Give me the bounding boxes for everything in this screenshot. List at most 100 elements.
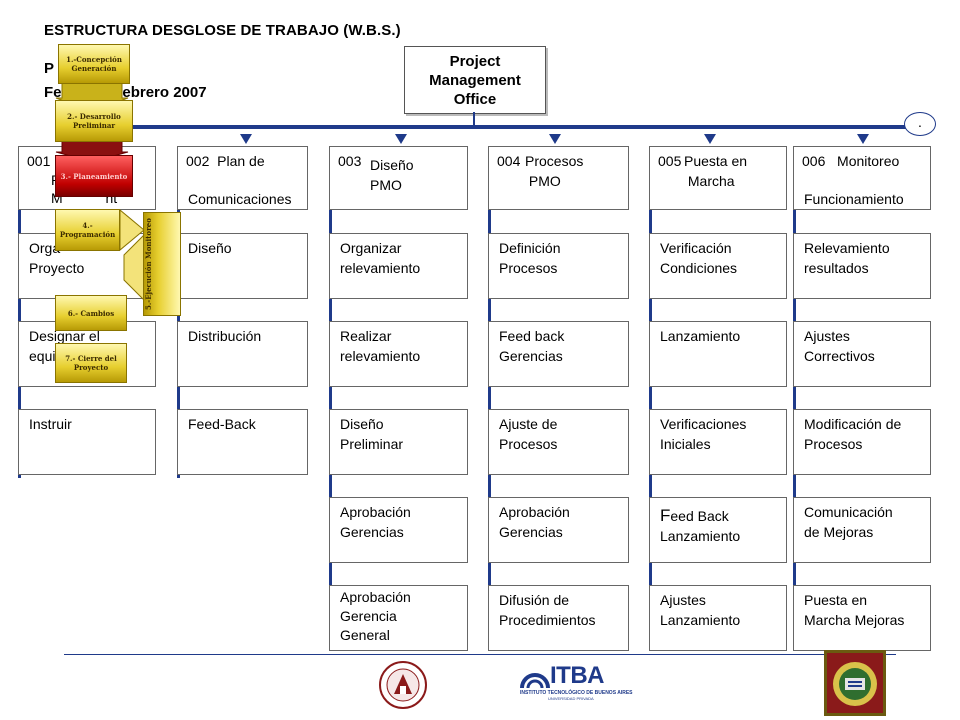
phase-5-ejecucion-monitoreo: 5.-Ejecución Monitoreo (143, 212, 181, 316)
node-code: 006 (802, 153, 826, 169)
wbs-node-002: 002 Plan de Comunicaciones (177, 146, 308, 210)
page-title: ESTRUCTURA DESGLOSE DE TRABAJO (W.B.S.) (44, 22, 401, 39)
node-code: 001 (27, 153, 51, 169)
task-box: Feed-Back (177, 409, 308, 475)
node-title-line1: Plan de (213, 153, 265, 169)
arrow-down-icon (857, 134, 869, 144)
phase-4-programacion: 4.- Programación (55, 209, 120, 251)
phase-6-cambios: 6.- Cambios (55, 295, 127, 331)
node-code: 005 (658, 153, 682, 169)
main-connector-bar (60, 125, 906, 129)
root-node-pmo: Project Management Office (404, 46, 546, 114)
university-seal-logo (379, 661, 427, 709)
itba-subtitle-2: UNIVERSIDAD PRIVADA (548, 696, 594, 701)
connector-ellipse: . (904, 112, 936, 136)
root-node-label: Project Management Office (429, 52, 521, 108)
node-code: 002 (186, 153, 210, 169)
column-line (18, 148, 21, 478)
task-label: Feed-Back (188, 416, 256, 432)
column-line (488, 148, 491, 650)
itba-logo: ITBA INSTITUTO TECNOLÓGICO DE BUENOS AIR… (520, 662, 633, 701)
phase-3-planeamiento: 3.- Planeamiento (55, 155, 133, 197)
node-title: Puesta en Marcha (684, 153, 748, 189)
task-box: Distribución (177, 321, 308, 387)
node-code: 003 (338, 153, 362, 169)
task-box: Lanzamiento (649, 321, 787, 387)
node-title: Procesos PMO (525, 153, 584, 189)
task-label: Lanzamiento (660, 328, 741, 344)
wbs-node-005: 005 Puesta en Marcha (649, 146, 787, 210)
task-box: Diseño (177, 233, 308, 299)
node-title-line1: Monitoreo (829, 153, 900, 169)
arrow-down-icon (549, 134, 561, 144)
node-title-line2: Comunicaciones (188, 191, 292, 207)
pmo-shield-logo (824, 650, 886, 716)
arrow-down-icon (240, 134, 252, 144)
wbs-node-006: 006 Monitoreo Funcionamiento (793, 146, 931, 210)
footer-divider (64, 654, 896, 655)
project-label: P (44, 60, 55, 77)
column-line (329, 148, 332, 650)
task-label: Distribución (188, 328, 262, 344)
wbs-node-004: 004 Procesos PMO (488, 146, 629, 210)
node-code: 004 (497, 153, 521, 169)
itba-emblem-icon (520, 673, 550, 689)
phase-2-desarrollo: 2.- Desarrollo Preliminar (55, 100, 133, 142)
phase-7-cierre: 7.- Cierre del Proyecto (55, 343, 127, 383)
column-line (793, 148, 796, 650)
root-connector (473, 112, 475, 126)
task-label: Diseño (188, 240, 232, 256)
arrow-down-icon (704, 134, 716, 144)
arrow-down-icon (395, 134, 407, 144)
itba-name: ITBA (550, 662, 605, 689)
task-box: Instruir (18, 409, 156, 475)
task-label: Instruir (29, 416, 72, 432)
phase-1-concepcion: 1.-Concepción Generación (58, 44, 130, 84)
column-line (649, 148, 652, 650)
node-title-line2: Funcionamiento (804, 191, 904, 207)
itba-subtitle: INSTITUTO TECNOLÓGICO DE BUENOS AIRES (520, 690, 633, 696)
